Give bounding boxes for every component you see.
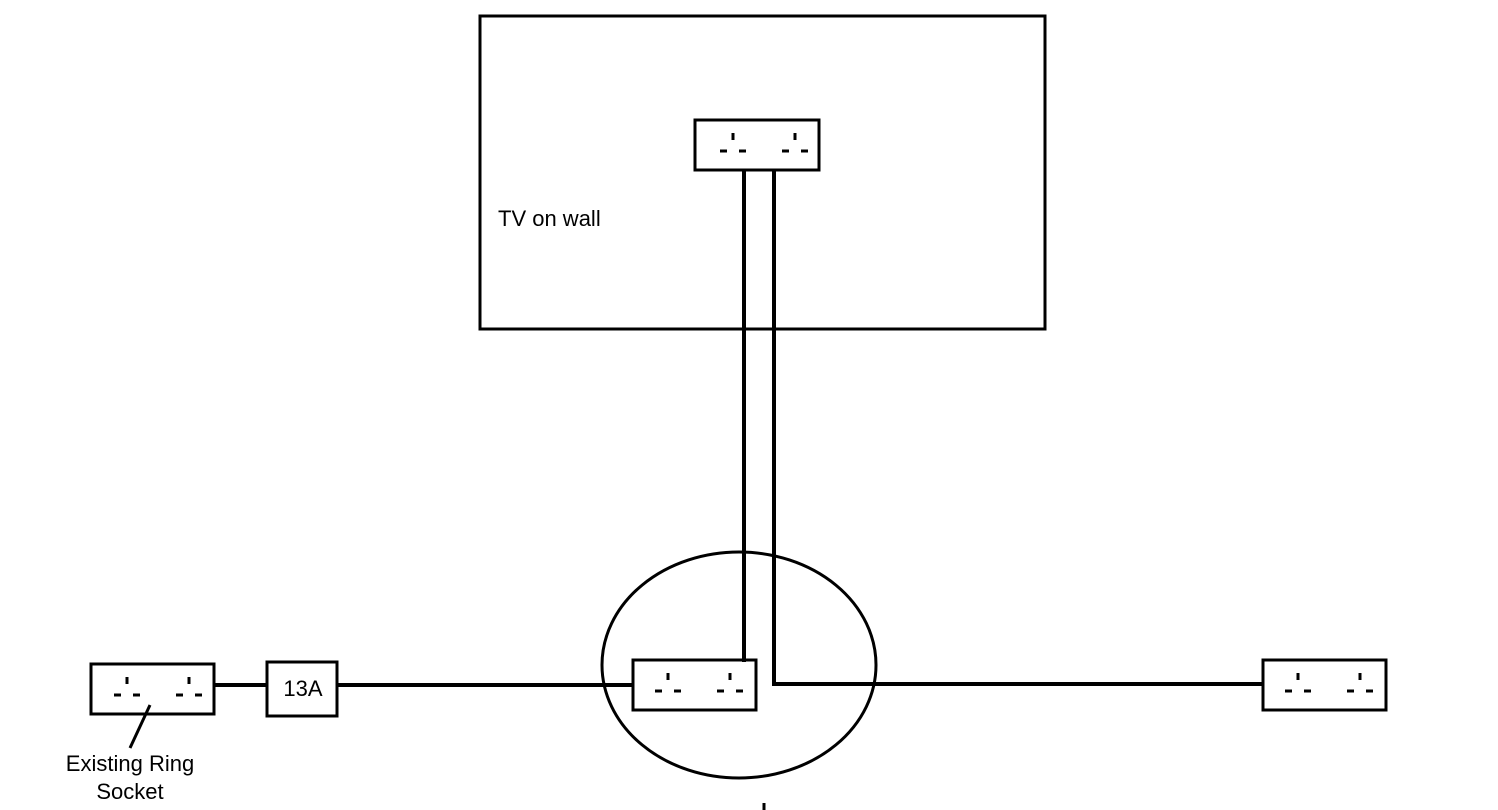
highlight-circle: [600, 550, 878, 780]
socket-pins-right: [782, 133, 808, 153]
tv-socket: [693, 118, 821, 172]
cable-right: [772, 170, 1263, 686]
fuse-label: 13A: [283, 676, 323, 701]
new-socket: [631, 658, 758, 712]
right-socket: [1261, 658, 1388, 712]
socket-pins-left: [720, 133, 746, 153]
tv-label: TV on wall: [498, 206, 601, 231]
tv-outline: [478, 14, 1047, 331]
ring-socket-pointer: [128, 704, 152, 749]
fuse-box: [265, 660, 339, 718]
existing-ring-socket: [89, 662, 216, 716]
existing-ring-socket-label: Existing Ring Socket: [65, 751, 195, 804]
